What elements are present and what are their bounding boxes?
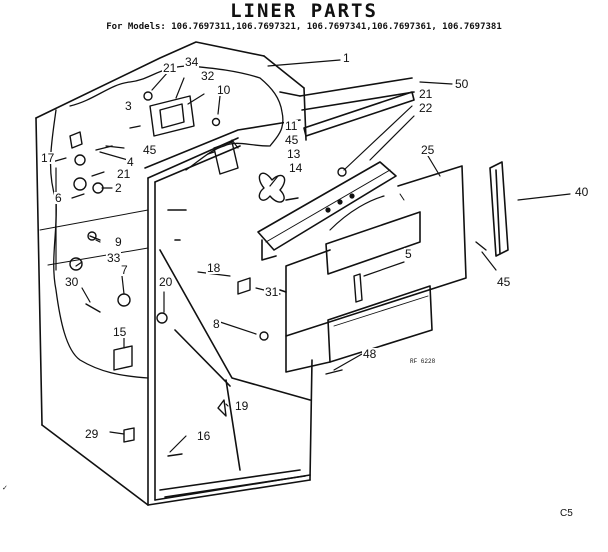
callout-19: 19 [234,399,250,413]
callout-21-left: 21 [116,167,132,181]
divider-panel [279,165,467,373]
callout-30: 30 [64,275,80,289]
callout-14: 14 [288,161,304,175]
callout-33: 33 [106,251,122,265]
liner-box [35,41,415,506]
callout-48: 48 [362,347,378,361]
callout-6: 6 [54,191,63,205]
reference-code: RF 6228 [410,358,436,365]
corner-code: C5 [560,508,573,519]
breaker-strip [303,91,415,137]
callout-25: 25 [420,143,436,157]
callout-40: 40 [574,185,590,199]
callout-11: 11 [284,119,299,133]
callout-17: 17 [40,151,56,165]
callout-29: 29 [84,427,100,441]
leader-lines [51,59,571,453]
models-line: For Models: 106.7697311,106.7697321, 106… [106,22,502,32]
air-duct [257,161,397,261]
callout-3: 3 [124,99,133,113]
components [69,91,487,457]
callout-13: 13 [286,147,302,161]
callout-45-top: 45 [284,133,300,147]
divider-bar [489,161,509,257]
callout-20: 20 [158,275,174,289]
edge-mark: ✓ [2,485,8,492]
callout-32: 32 [200,69,216,83]
callout-21-right: 21 [418,87,434,101]
callout-9: 9 [114,235,123,249]
callout-31: 31 [264,285,280,299]
callout-45-left: 45 [142,143,158,157]
callout-34: 34 [184,55,200,69]
callout-8: 8 [212,317,221,331]
page-title: LINER PARTS [230,0,378,22]
callout-2: 2 [114,181,123,195]
callout-1: 1 [342,51,351,65]
callout-50: 50 [454,77,470,91]
callout-5: 5 [404,247,413,261]
callout-15: 15 [112,325,128,339]
callout-18: 18 [206,261,222,275]
callout-7: 7 [120,263,129,277]
callout-21: 21 [162,61,178,75]
callout-4: 4 [126,155,135,169]
callout-16: 16 [196,429,212,443]
callout-22: 22 [418,101,434,115]
callout-45-right: 45 [496,275,512,289]
callout-10: 10 [216,83,232,97]
